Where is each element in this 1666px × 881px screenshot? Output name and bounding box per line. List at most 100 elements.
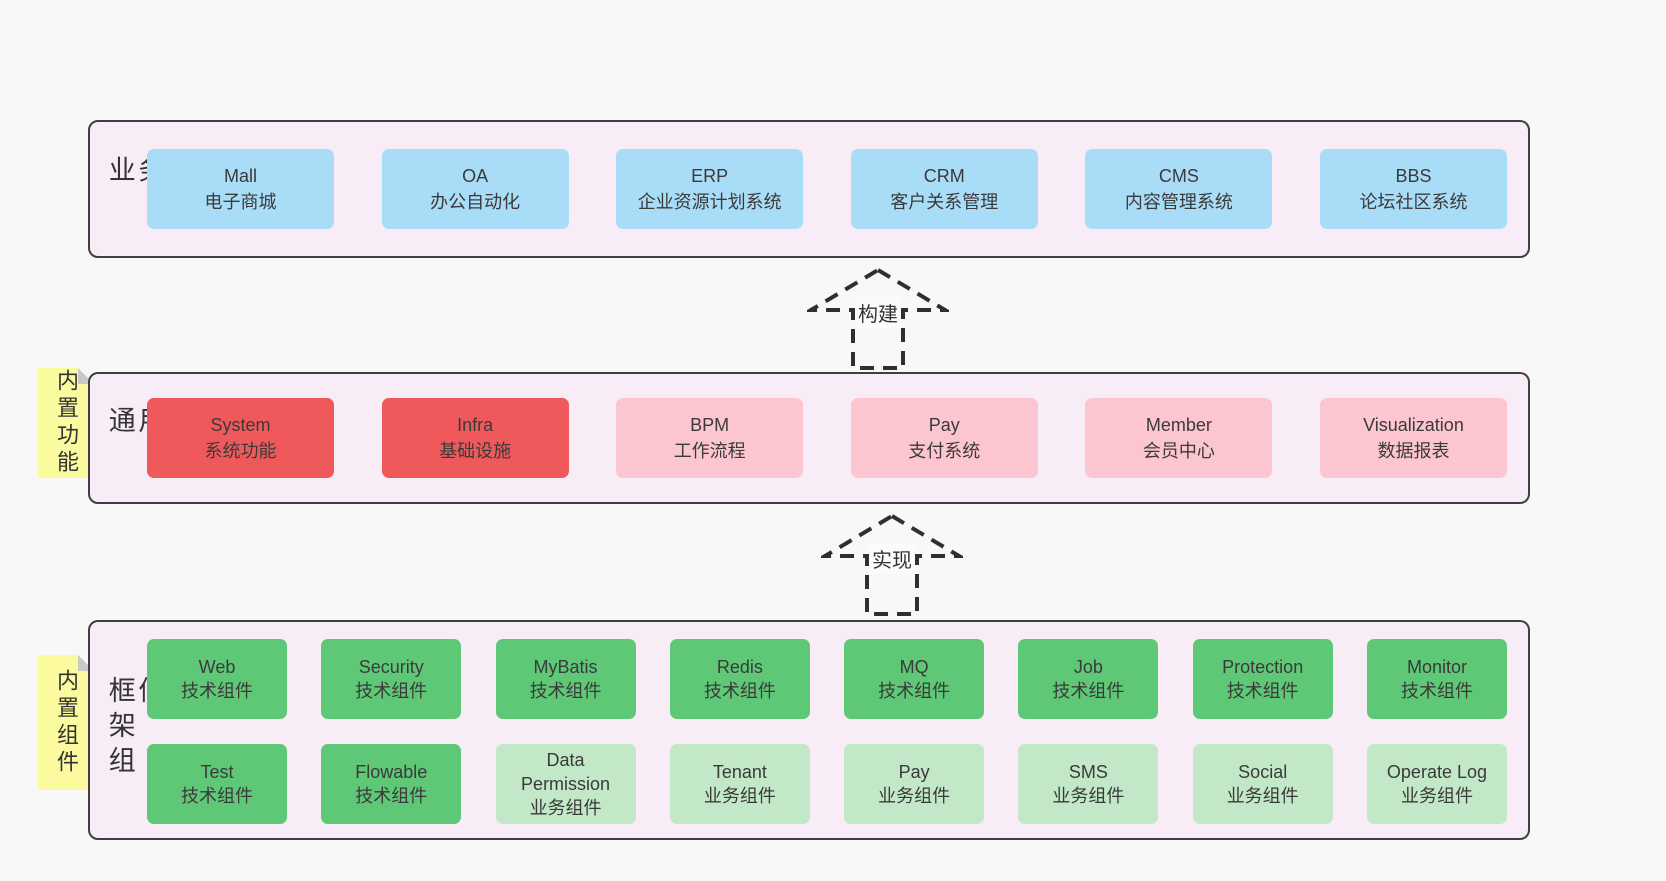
box-title: Member	[1145, 415, 1212, 435]
box-title: Security	[358, 657, 424, 677]
box-title: Pay	[928, 415, 960, 435]
framework-box-rows: Web 技术组件 Security 技术组件 MyBatis 技术组件 Redi…	[147, 639, 1507, 824]
arrow-build: 构建	[807, 266, 949, 372]
box-subtitle: 业务组件	[878, 786, 951, 806]
box-protection: Protection 技术组件	[1192, 639, 1333, 719]
box-subtitle: 技术组件	[1052, 681, 1125, 701]
box-subtitle: 技术组件	[703, 681, 776, 701]
box-title: BPM	[690, 415, 730, 435]
box-title: Mall	[223, 166, 257, 186]
box-subtitle: 业务组件	[529, 798, 602, 818]
box-title: Pay	[898, 762, 930, 782]
framework-row-1: Web 技术组件 Security 技术组件 MyBatis 技术组件 Redi…	[147, 639, 1507, 719]
box-title: MyBatis	[533, 657, 598, 677]
box-subtitle: 办公自动化	[430, 192, 521, 212]
box-subtitle: 技术组件	[181, 681, 253, 701]
sticky-note-built-in-functions: 内置功能	[38, 368, 94, 478]
box-subtitle: 技术组件	[878, 681, 951, 701]
box-subtitle: 论坛社区系统	[1359, 192, 1468, 212]
box-cms: CMS 内容管理系统	[1085, 149, 1273, 229]
box-infra: Infra 基础设施	[381, 398, 569, 478]
box-title: Infra	[457, 415, 494, 435]
box-subtitle: 业务组件	[1052, 786, 1125, 806]
box-title: Monitor	[1406, 657, 1467, 677]
arrow-label: 构建	[855, 297, 901, 328]
box-subtitle: 技术组件	[529, 681, 602, 701]
box-mq: MQ 技术组件	[844, 639, 985, 719]
box-subtitle: 基础设施	[439, 441, 512, 461]
box-subtitle: 业务组件	[703, 786, 776, 806]
panel-framework-components: 框架组件 Web 技术组件 Security 技术组件 MyBatis 技术组件…	[88, 620, 1530, 840]
box-title: Web	[198, 657, 236, 677]
box-subtitle: 数据报表	[1377, 441, 1450, 461]
box-subtitle: 会员中心	[1142, 441, 1215, 461]
framework-row-2: Test 技术组件 Flowable 技术组件 Data Permission …	[147, 744, 1507, 824]
box-system: System 系统功能	[147, 398, 334, 478]
box-pay-component: Pay 业务组件	[844, 744, 985, 824]
box-title: CRM	[923, 166, 965, 186]
box-oa: OA 办公自动化	[381, 149, 569, 229]
box-mybatis: MyBatis 技术组件	[495, 639, 636, 719]
box-title: Operate Log	[1386, 762, 1487, 782]
box-title: Redis	[716, 657, 763, 677]
box-subtitle: 工作流程	[673, 441, 746, 461]
box-job: Job 技术组件	[1018, 639, 1159, 719]
box-title: MQ	[899, 657, 929, 677]
box-social: Social 业务组件	[1192, 744, 1333, 824]
box-title: BBS	[1395, 166, 1432, 186]
box-title: SMS	[1068, 762, 1108, 782]
sticky-note-label: 内置组件	[54, 668, 79, 777]
box-title: Tenant	[712, 762, 767, 782]
box-test: Test 技术组件	[147, 744, 287, 824]
box-bpm: BPM 工作流程	[616, 398, 804, 478]
box-title: OA	[462, 166, 489, 186]
panel-business-systems: 业务系统 Mall 电子商城 OA 办公自动化 ERP 企业资源计划系统 CRM…	[88, 120, 1530, 258]
box-title: Flowable	[355, 762, 428, 782]
box-subtitle: 系统功能	[204, 441, 277, 461]
box-title: Job	[1073, 657, 1103, 677]
box-redis: Redis 技术组件	[669, 639, 810, 719]
box-visualization: Visualization 数据报表	[1319, 398, 1507, 478]
arrow-implement: 实现	[821, 512, 963, 618]
box-web: Web 技术组件	[147, 639, 287, 719]
box-subtitle: 业务组件	[1400, 786, 1473, 806]
box-operate-log: Operate Log 业务组件	[1366, 744, 1507, 824]
box-tenant: Tenant 业务组件	[669, 744, 810, 824]
modules-box-row: System 系统功能 Infra 基础设施 BPM 工作流程 Pay 支付系统…	[147, 374, 1507, 502]
box-title: Protection	[1222, 657, 1304, 677]
business-box-row: Mall 电子商城 OA 办公自动化 ERP 企业资源计划系统 CRM 客户关系…	[147, 122, 1507, 256]
box-monitor: Monitor 技术组件	[1366, 639, 1507, 719]
box-subtitle: 电子商城	[204, 192, 277, 212]
box-mall: Mall 电子商城	[147, 149, 334, 229]
sticky-note-built-in-components: 内置组件	[38, 655, 94, 790]
box-pay-module: Pay 支付系统	[850, 398, 1038, 478]
box-data-permission: Data Permission 业务组件	[495, 744, 636, 824]
box-subtitle: 内容管理系统	[1124, 192, 1233, 212]
box-title: Social	[1238, 762, 1288, 782]
box-bbs: BBS 论坛社区系统	[1319, 149, 1507, 229]
sticky-note-label: 内置功能	[54, 369, 79, 477]
box-subtitle: 企业资源计划系统	[637, 192, 782, 212]
box-erp: ERP 企业资源计划系统	[616, 149, 804, 229]
box-subtitle: 业务组件	[1226, 786, 1299, 806]
box-subtitle: 技术组件	[1400, 681, 1473, 701]
box-title: Test	[200, 762, 234, 782]
box-title: Visualization	[1363, 415, 1464, 435]
box-member: Member 会员中心	[1085, 398, 1273, 478]
box-subtitle: 技术组件	[1226, 681, 1299, 701]
box-title: ERP	[691, 166, 729, 186]
box-subtitle: 客户关系管理	[890, 192, 999, 212]
box-flowable: Flowable 技术组件	[321, 744, 462, 824]
panel-common-modules: 通用模块 System 系统功能 Infra 基础设施 BPM 工作流程 Pay…	[88, 372, 1530, 504]
box-title: Data Permission	[521, 750, 611, 794]
box-subtitle: 技术组件	[355, 681, 428, 701]
box-sms: SMS 业务组件	[1018, 744, 1159, 824]
arrow-label: 实现	[869, 543, 915, 574]
box-security: Security 技术组件	[321, 639, 462, 719]
box-subtitle: 支付系统	[908, 441, 981, 461]
box-title: System	[210, 415, 271, 435]
box-subtitle: 技术组件	[355, 786, 428, 806]
box-title: CMS	[1158, 166, 1199, 186]
box-crm: CRM 客户关系管理	[850, 149, 1038, 229]
